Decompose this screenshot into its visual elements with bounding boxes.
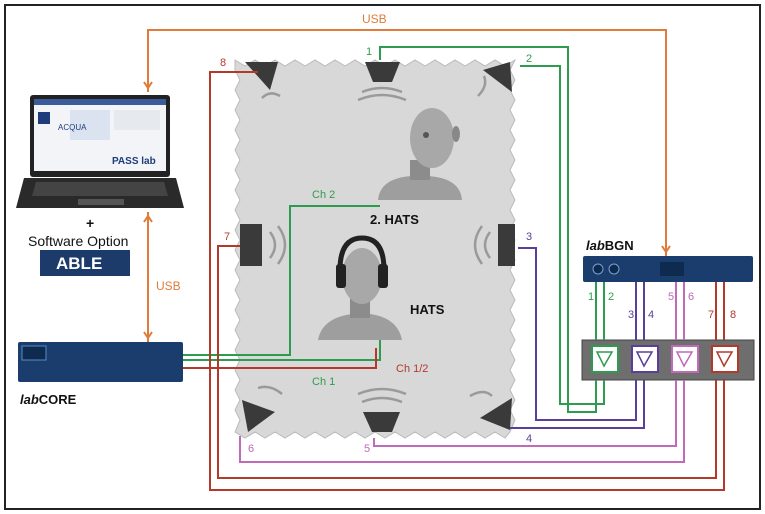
amplifier-panel <box>581 339 755 381</box>
labbgn-title-italic: lab <box>586 238 605 253</box>
speaker-4 <box>469 390 512 430</box>
speaker-number-8: 8 <box>220 57 226 69</box>
speaker-8 <box>245 62 281 99</box>
labcore-title-bold: CORE <box>39 392 77 407</box>
hats-figure <box>318 235 402 340</box>
laptop <box>16 95 184 208</box>
passlab-text: PASS lab <box>112 156 156 167</box>
amp-channel-7: 7 <box>708 309 714 321</box>
labbgn-device <box>583 256 753 282</box>
speaker-number-3: 3 <box>526 231 532 243</box>
labbgn-title: labBGN <box>586 238 634 253</box>
acqua-text: ACQUA <box>58 123 87 132</box>
usb-side-label: USB <box>156 279 181 293</box>
hats2-label: 2. HATS <box>370 212 419 227</box>
speaker-5 <box>357 387 407 432</box>
labcore-title-italic: lab <box>20 392 39 407</box>
amp-channel-5: 5 <box>668 291 674 303</box>
pink-lines <box>239 282 685 463</box>
speaker-2 <box>477 62 512 97</box>
labcore-title: labCORE <box>20 392 77 407</box>
usb-top-label: USB <box>362 12 387 26</box>
amp-channel-1: 1 <box>588 291 594 303</box>
speaker-1 <box>357 62 407 102</box>
speaker-number-2: 2 <box>526 53 532 65</box>
speaker-number-1: 1 <box>366 46 372 58</box>
ch1-label: Ch 1 <box>312 376 335 388</box>
hats-label: HATS <box>410 302 445 317</box>
speaker-number-7: 7 <box>224 231 230 243</box>
speaker-6 <box>242 385 283 432</box>
speaker-number-5: 5 <box>364 443 370 455</box>
speaker-number-4: 4 <box>526 433 532 445</box>
green-lines <box>183 46 605 413</box>
red-lines <box>183 71 725 491</box>
speaker-7 <box>240 224 287 266</box>
amp-channel-3: 3 <box>628 309 634 321</box>
speaker-number-6: 6 <box>248 443 254 455</box>
labcore-device <box>18 342 183 382</box>
amp-channel-6: 6 <box>688 291 694 303</box>
able-logo-box <box>40 250 130 276</box>
ch12-label: Ch 1/2 <box>396 363 428 375</box>
labbgn-title-bold: BGN <box>605 238 634 253</box>
amp-channel-8: 8 <box>730 309 736 321</box>
software-option-label: Software Option <box>28 233 128 249</box>
outer-border <box>4 4 761 510</box>
plus-label: + <box>86 215 94 231</box>
hats-2-figure <box>378 108 462 200</box>
usb-lines <box>143 29 671 342</box>
amp-channel-4: 4 <box>648 309 654 321</box>
ch2-label: Ch 2 <box>312 189 335 201</box>
measurement-room <box>234 58 517 439</box>
speaker-3 <box>473 224 515 266</box>
able-logo-text: ABLE <box>56 254 102 273</box>
amp-channel-2: 2 <box>608 291 614 303</box>
purple-lines <box>510 247 645 429</box>
